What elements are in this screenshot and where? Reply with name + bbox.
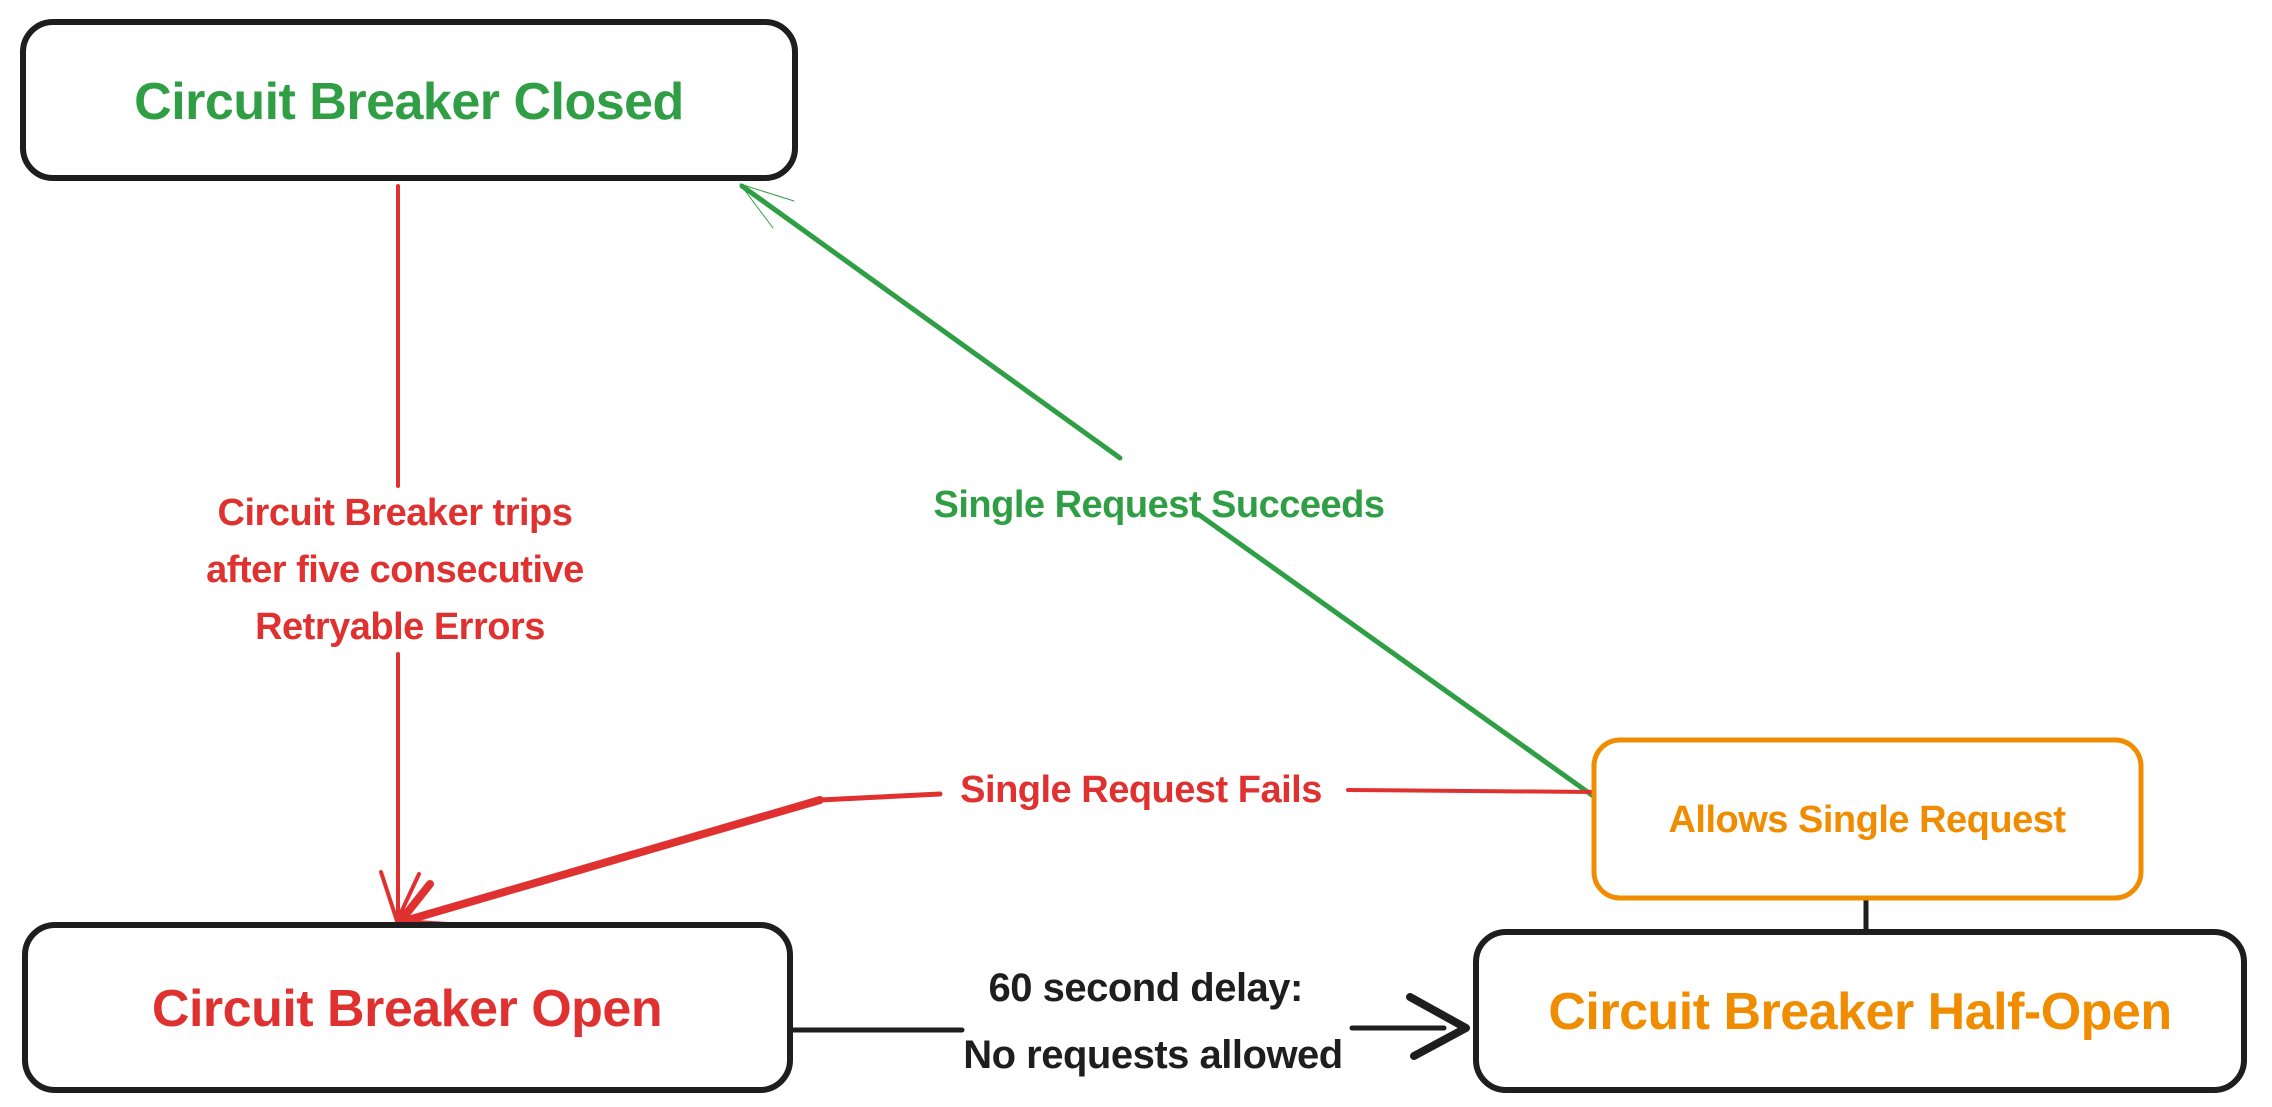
succeed-label: Single Request Succeeds	[934, 484, 1385, 526]
trip-label-line-2: after five consecutive	[206, 549, 584, 591]
delay-label-line-2: No requests allowed	[963, 1033, 1342, 1077]
delay-label-line-1: 60 second delay:	[989, 966, 1303, 1010]
fail-line-diagonal	[404, 796, 824, 924]
fail-line-right	[1346, 788, 1596, 794]
trip-label: Circuit Breaker trips after five consecu…	[206, 492, 594, 648]
succeed-line-upper	[739, 183, 1123, 461]
delay-arrowhead-right-icon	[1406, 993, 1470, 1060]
allows-box-outline	[1591, 737, 2144, 901]
node-circuit-breaker-half-open: Circuit Breaker Half-Open	[1473, 929, 2247, 1093]
delay-label: 60 second delay: No requests allowed	[963, 966, 1342, 1077]
fail-label: Single Request Fails	[960, 769, 1322, 811]
half-open-box-label: Circuit Breaker Half-Open	[1548, 983, 2171, 1041]
allows-box-label: Allows Single Request	[1668, 799, 2066, 841]
edge-fail: Single Request Fails	[395, 769, 1596, 930]
half-open-box-outline	[1473, 929, 2247, 1093]
node-circuit-breaker-open: Circuit Breaker Open	[22, 922, 793, 1093]
open-box-outline	[22, 922, 793, 1093]
closed-box-label: Circuit Breaker Closed	[134, 73, 684, 131]
succeed-arrowhead-icon	[739, 183, 795, 229]
node-allows-single-request: Allows Single Request	[1591, 737, 2144, 901]
edge-succeed: Single Request Succeeds	[739, 183, 1599, 801]
closed-box-outline	[20, 19, 798, 181]
edge-delay: 60 second delay: No requests allowed	[789, 966, 1470, 1077]
succeed-line-lower	[1195, 511, 1599, 801]
open-box-label: Circuit Breaker Open	[152, 980, 662, 1038]
edge-trip: Circuit Breaker trips after five consecu…	[206, 184, 594, 923]
fail-line-middle	[817, 791, 943, 803]
trip-label-line-3: Retryable Errors	[255, 606, 545, 648]
trip-label-line-1: Circuit Breaker trips	[218, 492, 573, 534]
node-circuit-breaker-closed: Circuit Breaker Closed	[20, 19, 798, 181]
